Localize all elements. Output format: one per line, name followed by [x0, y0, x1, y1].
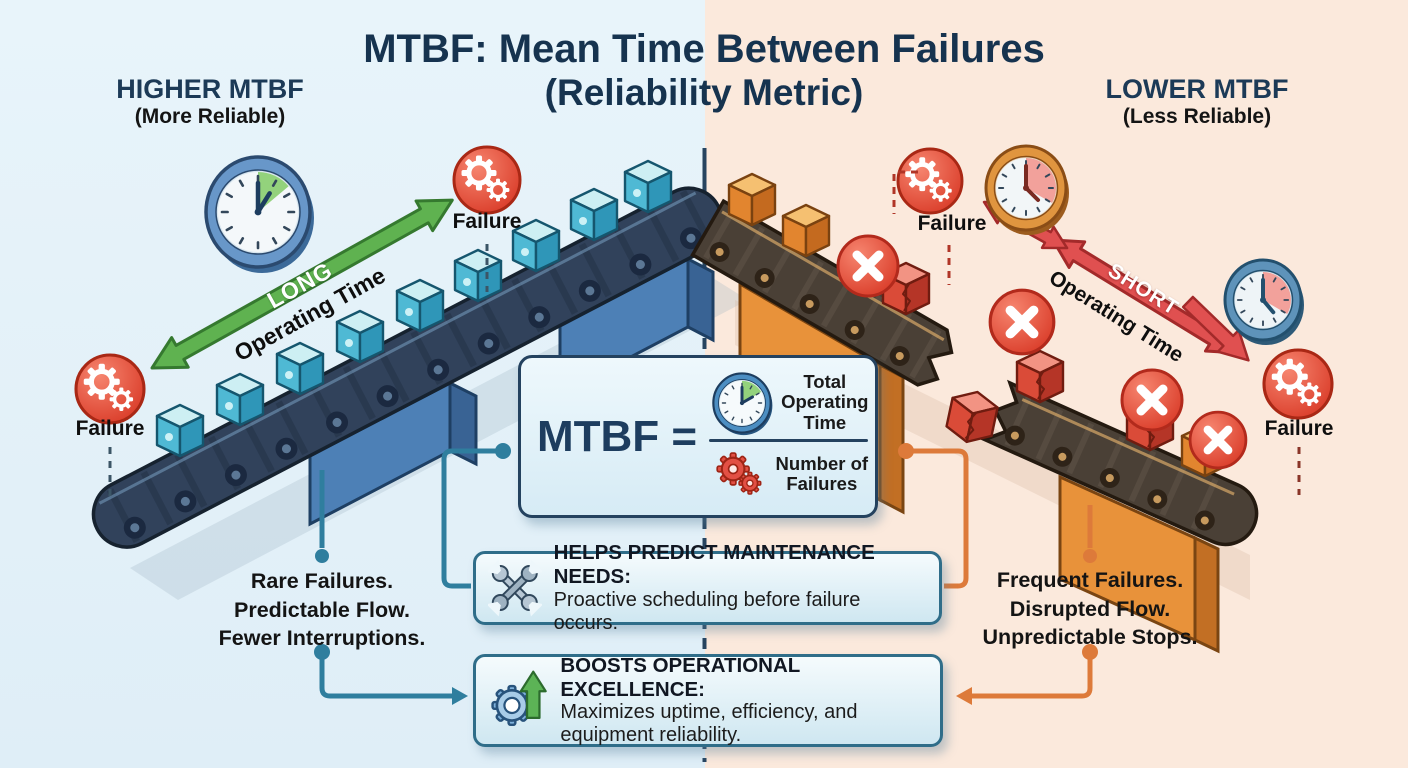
- left-heading: HIGHER MTBF (More Reliable): [55, 74, 365, 129]
- teal-connectors: [314, 443, 511, 705]
- failure-label: Failure: [452, 210, 522, 233]
- failure-x-icon: [1190, 412, 1246, 468]
- failure-gear-icon: [898, 149, 962, 213]
- failure-x-icon: [1122, 370, 1182, 430]
- title-line2: (Reliability Metric): [544, 72, 864, 113]
- failure-label: Failure: [1264, 417, 1334, 440]
- failure-gear-icon: [454, 147, 520, 213]
- right-heading: LOWER MTBF (Less Reliable): [1042, 74, 1352, 129]
- left-heading-main: HIGHER MTBF: [116, 74, 304, 104]
- failure-dashed-links: [108, 170, 1301, 497]
- downward-failure-arrow: [1181, 295, 1250, 362]
- gear-up-arrow-icon: [491, 670, 547, 726]
- left-summary-line: Fewer Interruptions.: [218, 626, 426, 651]
- maintenance-callout: HELPS PREDICT MAINTENANCE NEEDS: Proacti…: [473, 541, 942, 634]
- maintenance-title: HELPS PREDICT MAINTENANCE NEEDS:: [553, 541, 875, 588]
- failure-label: Failure: [917, 212, 987, 235]
- orange-connectors: [898, 443, 1098, 705]
- failure-gear-icon: [76, 355, 144, 423]
- page-title: MTBF: Mean Time Between Failures (Reliab…: [284, 26, 1124, 115]
- left-summary-line: Rare Failures.: [250, 569, 394, 593]
- excellence-title: BOOSTS OPERATIONAL EXCELLENCE:: [560, 653, 800, 701]
- maintenance-text: HELPS PREDICT MAINTENANCE NEEDS: Proacti…: [554, 541, 927, 634]
- long-operating-time-arrow: [150, 198, 454, 370]
- left-summary-line: Predictable Flow.: [233, 597, 411, 622]
- right-heading-sub: (Less Reliable): [1122, 105, 1272, 129]
- crossed-wrenches-icon: [488, 559, 542, 617]
- failure-label: Failure: [75, 417, 145, 440]
- fraction-bar: [709, 438, 869, 443]
- failure-gears-icon: [709, 445, 769, 503]
- right-summary-line: Frequent Failures.: [996, 568, 1184, 592]
- right-summary: Frequent Failures. Disrupted Flow. Unpre…: [930, 566, 1250, 652]
- clock-icon: [204, 155, 314, 273]
- title-line1: MTBF: Mean Time Between Failures: [363, 27, 1045, 71]
- right-summary-line: Unpredictable Stops.: [982, 625, 1198, 650]
- failure-x-icon: [990, 290, 1054, 354]
- left-summary: Rare Failures. Predictable Flow. Fewer I…: [162, 567, 482, 653]
- mtbf-formula-box: MTBF = Total Operating Time: [518, 355, 878, 518]
- formula-lhs: MTBF =: [537, 411, 698, 461]
- clock-icon: [984, 144, 1069, 235]
- clock-icon: [712, 372, 773, 435]
- formula-fraction: Total Operating Time Number of Failures: [709, 370, 869, 504]
- failure-x-icon: [838, 236, 898, 296]
- right-summary-line: Disrupted Flow.: [1009, 596, 1171, 621]
- clock-icon: [1223, 258, 1304, 345]
- excellence-callout: BOOSTS OPERATIONAL EXCELLENCE: Maximizes…: [473, 654, 943, 747]
- excellence-text: BOOSTS OPERATIONAL EXCELLENCE: Maximizes…: [560, 654, 928, 747]
- formula-denominator: Number of Failures: [775, 452, 869, 495]
- failure-gear-icon: [1264, 350, 1332, 418]
- formula-numerator: Total Operating Time: [781, 370, 869, 434]
- left-heading-sub: (More Reliable): [134, 105, 286, 129]
- right-heading-main: LOWER MTBF: [1105, 74, 1289, 104]
- excellence-body: Maximizes uptime, efficiency, and equipm…: [560, 701, 858, 747]
- maintenance-body: Proactive scheduling before failure occu…: [553, 588, 861, 634]
